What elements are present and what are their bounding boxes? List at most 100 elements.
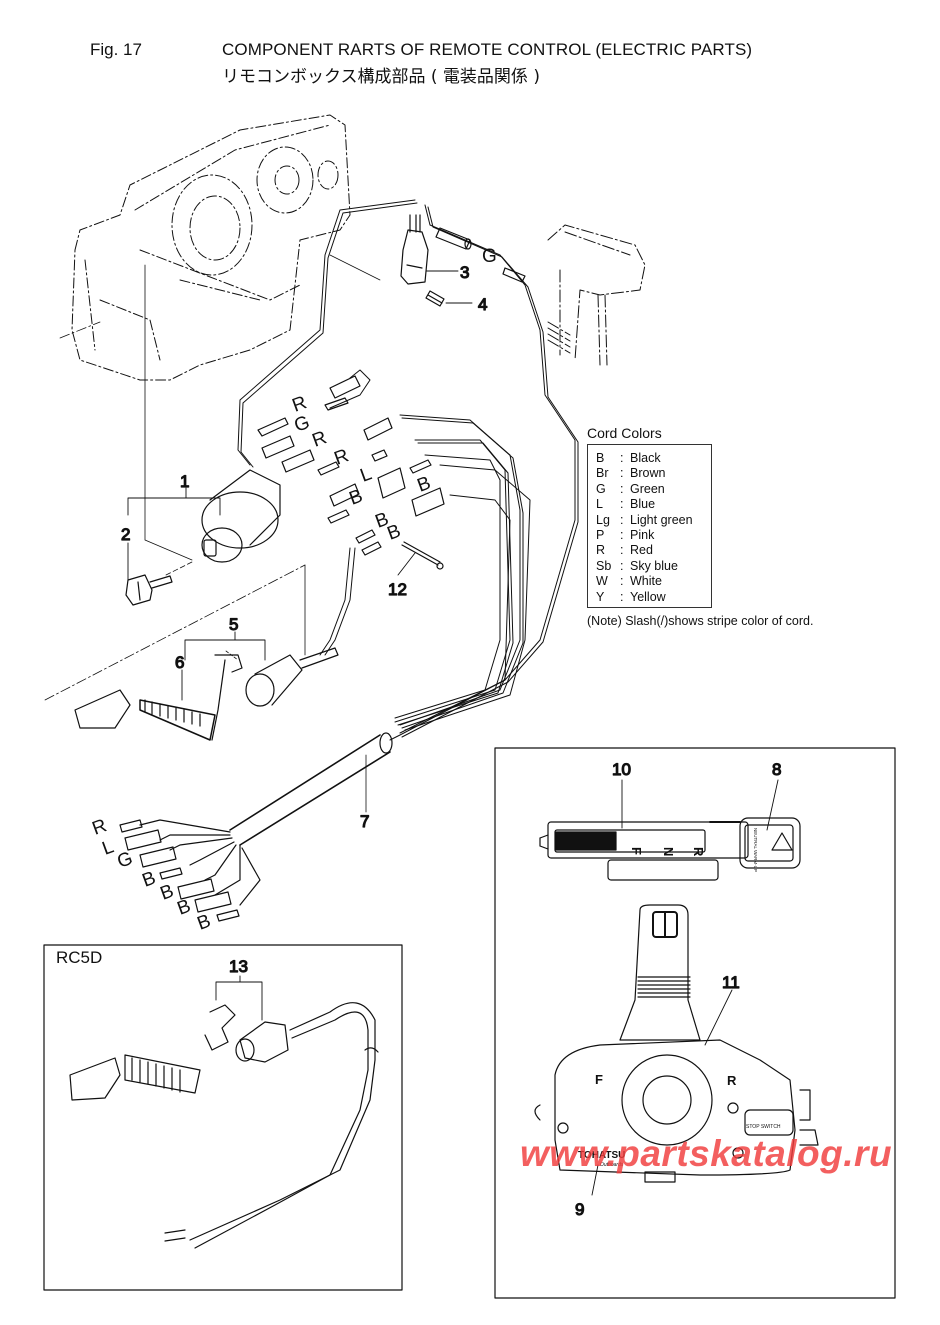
figure-title-japanese: リモコンボックス構成部品 ( 電装品関係 ) [222, 67, 540, 87]
legend-sep: : [620, 451, 624, 465]
legend-title: Cord Colors [587, 425, 662, 441]
part-5-6-lanyard [74, 647, 339, 741]
wire-label-r: R [90, 815, 110, 839]
legend-row: P: Pink [596, 528, 711, 543]
neutral-warmup-label: NEUTRAL WARM-UP [753, 828, 758, 872]
indicator-f: F [629, 847, 644, 855]
part-7-cable [229, 732, 393, 846]
legend-color-name: Brown [630, 466, 666, 481]
callout-3: 3 [460, 263, 469, 282]
legend-note: (Note) Slash(/)shows stripe color of cor… [587, 614, 814, 628]
figure-number: Fig. 17 [90, 40, 142, 59]
face-r: R [727, 1073, 737, 1088]
wire-label-b: B [415, 473, 434, 497]
wire-label-g: G [292, 412, 313, 437]
rc5d-inset-frame [43, 944, 403, 1291]
callout-4: 4 [478, 295, 487, 314]
stop-switch-label: STOP SWITCH [746, 1124, 781, 1130]
control-box-labels: F N R NEUTRAL WARM-UP F R STOP SWITCH TO… [578, 828, 781, 1168]
cord-color-legend: B: Black Br: Brown G: Green L: Blue Lg: Light… [587, 444, 712, 608]
legend-row: Br: Brown [596, 466, 711, 481]
wire-label-l: L [358, 463, 375, 486]
legend-code: Sb [596, 558, 612, 573]
legend-color-name: Blue [630, 497, 656, 512]
legend-row: G: Green [596, 482, 711, 497]
legend-color-name: Red [630, 543, 653, 558]
wire-bundle [237, 199, 579, 741]
wire-label-r: R [332, 445, 352, 469]
legend-color-name: White [630, 574, 662, 589]
legend-color-name: Black [630, 451, 661, 465]
figure-title-english: COMPONENT RARTS OF REMOTE CONTROL (ELECT… [222, 40, 753, 59]
legend-code: P [596, 528, 605, 543]
harness-connectors [119, 819, 261, 922]
legend-code: R [596, 543, 606, 558]
legend-row: Lg: Light green [596, 513, 711, 528]
legend-sep: : [620, 512, 624, 527]
callout-5: 5 [229, 615, 238, 634]
indicator-r: R [691, 847, 706, 857]
legend-code: Br [596, 466, 609, 481]
wire-label-g: G [115, 848, 136, 873]
legend-row: L: Blue [596, 497, 711, 512]
legend-sep: : [620, 574, 624, 589]
wire-label-b: B [158, 881, 177, 905]
control-box-inset-frame [494, 747, 896, 1299]
legend-color-name: Light green [630, 512, 693, 527]
wire-label-b: B [175, 896, 194, 920]
legend-code: Y [596, 589, 605, 604]
connector-g-upper [435, 227, 526, 283]
legend-color-name: Yellow [630, 589, 666, 604]
legend-sep: : [620, 481, 624, 496]
callout-8: 8 [772, 760, 781, 779]
control-box-front-view [534, 904, 819, 1183]
brand-label: TOHATSU [578, 1150, 625, 1161]
part-4-screw [425, 290, 445, 307]
wire-label-b: B [385, 521, 404, 545]
callout-9: 9 [575, 1200, 584, 1219]
wire-label-b: B [140, 868, 159, 892]
legend-code: G [596, 481, 606, 496]
face-f: F [595, 1072, 603, 1087]
legend-sep: : [620, 528, 624, 543]
legend-sep: : [620, 543, 624, 558]
legend-sep: : [620, 497, 624, 512]
legend-row: B: Black [596, 451, 711, 466]
callout-1: 1 [180, 472, 189, 491]
wire-label-r: R [310, 427, 330, 451]
brand-sub-label: Outboards [600, 1162, 624, 1168]
legend-code: L [596, 497, 603, 512]
callout-11: 11 [722, 973, 740, 992]
legend-sep: : [620, 558, 624, 573]
part-1-main-switch [201, 469, 281, 563]
throttle-lever-outline [547, 224, 646, 366]
legend-sep: : [620, 466, 624, 481]
indicator-n: N [661, 847, 676, 856]
legend-color-name: Pink [630, 528, 655, 543]
callout-12: 12 [388, 580, 407, 599]
part-12-pin [401, 541, 444, 570]
legend-code: B [596, 451, 605, 465]
switch-connectors [257, 375, 445, 556]
legend-color-name: Green [630, 481, 665, 496]
legend-color-name: Sky blue [630, 558, 678, 573]
legend-row: Y:Yellow [596, 590, 711, 605]
wire-label-g-upper: G [482, 246, 497, 267]
callout-13: 13 [229, 957, 248, 976]
part-2-key [125, 574, 173, 606]
legend-row: Sb: Sky blue [596, 559, 711, 574]
remote-control-housing [71, 114, 351, 381]
part-3-switch [400, 214, 429, 285]
rc5d-inset-label: RC5D [56, 948, 103, 967]
callout-2: 2 [121, 525, 130, 544]
part-13-lanyard [69, 1002, 379, 1249]
callout-6: 6 [175, 653, 184, 672]
legend-code: Lg [596, 512, 610, 527]
watermark: www.partskatalog.ru [520, 1133, 893, 1174]
wire-label-r: R [290, 392, 310, 416]
callout-7: 7 [360, 812, 369, 831]
legend-row: R: Red [596, 543, 711, 558]
callout-leaders [127, 270, 779, 1196]
legend-code: W [596, 574, 608, 589]
